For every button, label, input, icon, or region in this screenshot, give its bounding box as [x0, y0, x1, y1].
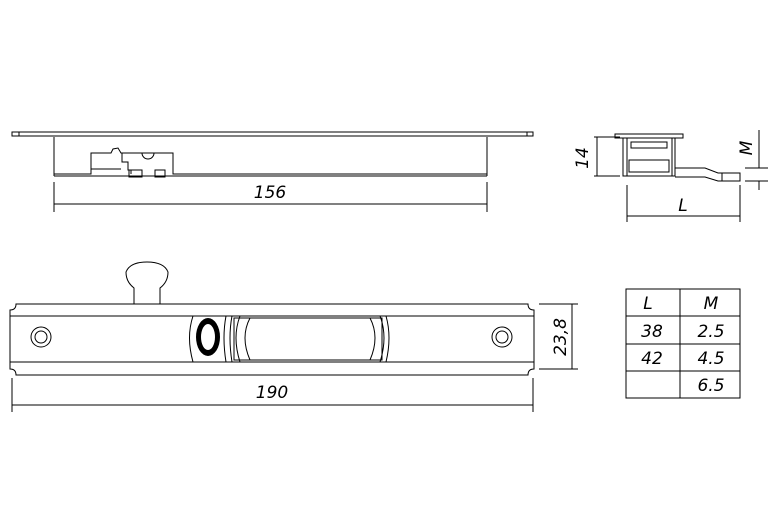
table-header-m: M — [704, 294, 719, 314]
top-length-dimension: 156 — [254, 183, 287, 203]
table-cell: 2.5 — [697, 322, 724, 342]
front-view: 23,8 190 — [9, 261, 578, 412]
side-height-dimension: 14 — [573, 147, 593, 169]
front-length-dimension: 190 — [256, 383, 288, 403]
side-view: 14 M L — [573, 130, 768, 222]
dimension-table: L M 38 2.5 42 4.5 6.5 — [625, 288, 741, 399]
front-height-dimension: 23,8 — [551, 318, 571, 356]
m-dimension: M — [737, 140, 757, 155]
top-view: 156 — [11, 131, 534, 212]
table-cell: 6.5 — [697, 376, 724, 396]
table-cell: 38 — [641, 322, 663, 342]
table-cell: 42 — [641, 349, 663, 369]
l-dimension: L — [678, 196, 687, 216]
table-header-l: L — [643, 294, 652, 314]
table-cell: 4.5 — [697, 349, 724, 369]
